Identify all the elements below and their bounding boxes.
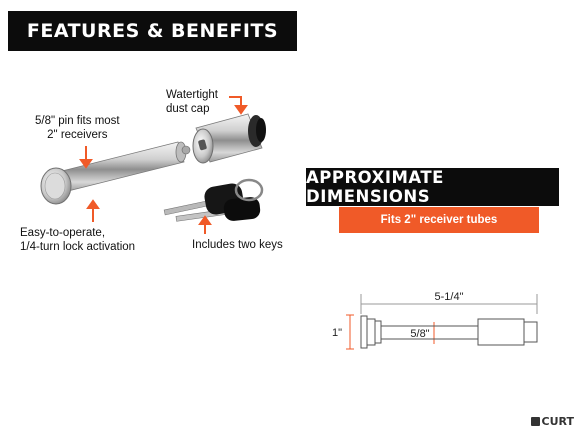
callout-arrows [79, 96, 248, 234]
dimensions-title: APPROXIMATE DIMENSIONS [306, 168, 444, 206]
hitch-pin [40, 141, 191, 205]
dimensions-banner: APPROXIMATE DIMENSIONS [306, 168, 559, 206]
callout-dust-cap: Watertight dust cap [166, 88, 218, 116]
callout-pin-fit: 5/8" pin fits most 2" receivers [35, 114, 120, 142]
callout-cap-line2: dust cap [166, 103, 210, 115]
features-title: FEATURES & BENEFITS [26, 20, 279, 42]
features-banner: FEATURES & BENEFITS [8, 11, 297, 51]
callout-pin-line2: 2" receivers [47, 129, 108, 141]
callout-keys-line1: Includes two keys [192, 239, 283, 251]
brand-logo: CURT [530, 415, 574, 428]
fits-receiver-bar: Fits 2" receiver tubes [339, 207, 539, 233]
callout-pin-line1: 5/8" pin fits most [35, 115, 120, 127]
lock-cap [192, 113, 266, 164]
length-dimension-label: 5-1/4" [435, 291, 464, 303]
callout-lock-line1: Easy-to-operate, [20, 227, 106, 239]
fits-receiver-text: Fits 2" receiver tubes [380, 214, 498, 226]
callout-lock-activation: Easy-to-operate, 1/4-turn lock activatio… [20, 226, 135, 254]
height-dimension-label: 1" [332, 327, 342, 339]
pin-diameter-label: 5/8" [410, 328, 429, 340]
callout-lock-line2: 1/4-turn lock activation [20, 241, 136, 253]
callout-cap-line1: Watertight [166, 89, 218, 101]
callout-keys: Includes two keys [192, 238, 283, 252]
keys [163, 178, 264, 222]
brand-logo-icon [530, 417, 540, 426]
brand-name: CURT [541, 415, 574, 428]
dimension-drawing [346, 294, 538, 350]
